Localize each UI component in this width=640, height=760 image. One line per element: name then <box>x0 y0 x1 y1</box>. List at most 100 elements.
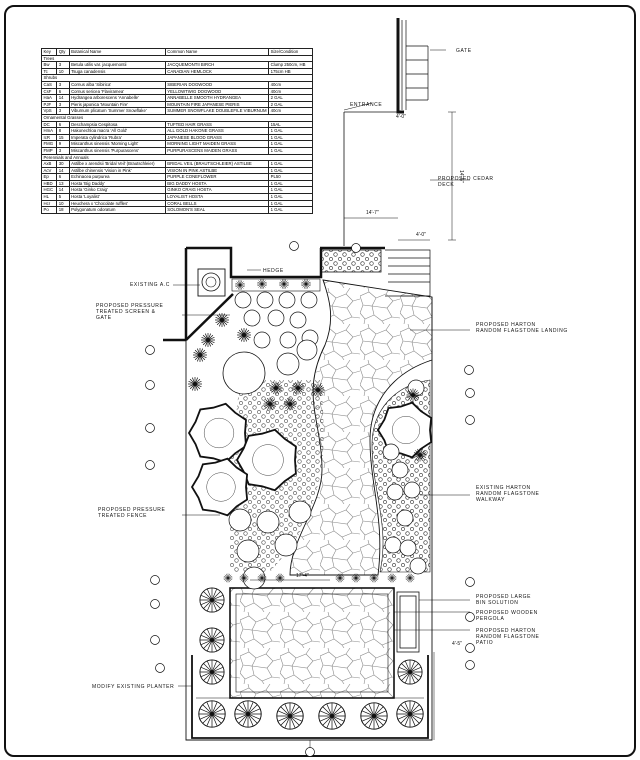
label-hedge: HEDGE <box>263 268 284 274</box>
house-walls <box>163 18 404 342</box>
grass-symbol <box>387 573 397 583</box>
tree-inner-ring <box>203 417 235 449</box>
astilbe-symbol <box>311 383 325 397</box>
bin-solution <box>396 591 420 653</box>
grass-symbol <box>236 327 252 343</box>
hedge-planting <box>231 249 382 292</box>
callout-bubble <box>465 612 475 622</box>
label-planter: MODIFY EXISTING PLANTER <box>92 684 174 690</box>
pergola-outline <box>235 593 389 693</box>
hemlock-symbol <box>396 700 424 728</box>
table-cell: 1 GAL <box>268 206 313 214</box>
grass-symbol <box>406 388 420 402</box>
grass-symbol <box>187 376 203 392</box>
shrub-symbol <box>296 339 318 361</box>
callout-bubble <box>465 660 475 670</box>
callout-bubble <box>289 241 299 251</box>
grass-symbol <box>192 347 208 363</box>
table-cell: SOLOMON'S SEAL <box>164 206 270 214</box>
callout-bubble <box>145 380 155 390</box>
table-cell: 18 <box>56 206 70 214</box>
grass-symbol <box>200 332 216 348</box>
dim-stair: 4'-0" <box>416 232 426 238</box>
hosta-symbol <box>384 536 402 554</box>
hosta-symbol <box>403 481 421 499</box>
label-existing-ac: EXISTING A.C <box>130 282 170 288</box>
callout-bubble <box>150 599 160 609</box>
hosta-symbol <box>409 557 427 575</box>
hosta-symbol <box>396 509 414 527</box>
callout-bubble <box>145 345 155 355</box>
yard-outline <box>185 297 433 741</box>
callout-bubble <box>465 577 475 587</box>
grass-symbol <box>234 279 246 291</box>
shrub-symbol <box>243 309 261 327</box>
grass-symbol <box>256 278 268 290</box>
grass-symbol <box>405 573 415 583</box>
tree-inner-ring <box>206 472 236 502</box>
shrub-symbol <box>228 508 252 532</box>
astilbe-symbol <box>283 397 297 411</box>
ac-unit <box>197 268 226 297</box>
hosta-symbol <box>386 483 404 501</box>
shrub-symbol <box>253 331 271 349</box>
callout-bubble <box>145 460 155 470</box>
shrub-symbol <box>276 352 300 376</box>
shrub-symbol <box>234 291 252 309</box>
hydrangea-symbol <box>222 351 266 395</box>
shrub-symbol <box>279 331 297 349</box>
shrub-symbol <box>289 311 307 329</box>
label-gate: GATE <box>456 48 472 54</box>
callout-bubble <box>145 423 155 433</box>
hemlock-symbol <box>318 702 346 730</box>
astilbe-symbol <box>291 381 305 395</box>
grass-symbol <box>413 448 427 462</box>
callout-tags <box>145 241 475 757</box>
callout-bubble <box>464 365 474 375</box>
dim-entrance: 4'-0" <box>396 114 406 120</box>
hemlock-symbol <box>234 700 262 728</box>
shrub-symbol <box>288 500 312 524</box>
shrub-symbol <box>267 309 285 327</box>
shrub-symbol <box>256 291 274 309</box>
hemlock-symbol <box>276 702 304 730</box>
hemlock-symbol <box>198 700 226 728</box>
callout-bubble <box>155 663 165 673</box>
shrub-symbol <box>278 291 296 309</box>
callout-bubble <box>465 388 475 398</box>
shrub-symbol <box>256 510 280 534</box>
grass-symbol <box>300 278 312 290</box>
callout-bubble <box>305 747 315 757</box>
hemlock-symbol <box>360 702 388 730</box>
callout-bubble <box>150 575 160 585</box>
callout-bubble <box>465 415 475 425</box>
dim-patio: 17'-4" <box>296 573 309 579</box>
hemlock-symbol <box>199 587 225 613</box>
callout-bubble <box>465 643 475 653</box>
grass-symbol <box>223 573 233 583</box>
hosta-symbol <box>391 461 409 479</box>
tree-inner-ring <box>252 444 284 476</box>
shrub-symbol <box>300 291 318 309</box>
hosta-symbol <box>382 443 400 461</box>
hemlock-symbol <box>397 659 423 685</box>
shrub-symbol <box>274 533 298 557</box>
callout-bubble <box>351 243 361 253</box>
dim-side: 4'-5" <box>452 641 462 647</box>
plant-symbols <box>187 278 433 730</box>
callout-bubble <box>150 635 160 645</box>
hemlock-symbol <box>199 659 225 685</box>
leader-lines <box>173 49 470 752</box>
grass-symbol <box>278 278 290 290</box>
